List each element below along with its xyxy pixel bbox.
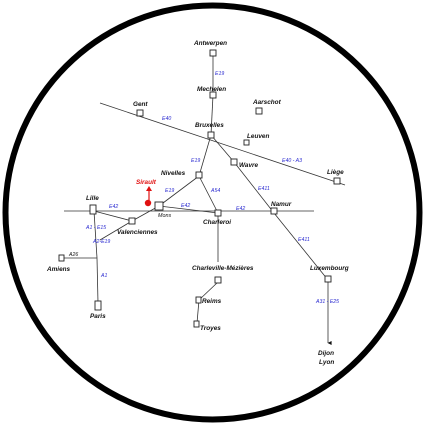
marker-mechelen	[209, 91, 217, 99]
road-a1-e15	[93, 210, 98, 259]
marker-leuven	[243, 139, 250, 146]
road-label-a26: A26	[68, 252, 78, 258]
poi-dot	[144, 199, 152, 207]
label-mechelen: Mechelen	[197, 86, 226, 93]
road-label-e42-east: E42	[236, 206, 245, 212]
marker-amiens	[58, 254, 65, 262]
label-antwerpen: Antwerpen	[193, 40, 227, 47]
road-label-e411-north: E411	[258, 186, 270, 192]
marker-reims	[195, 296, 202, 304]
marker-namur	[270, 207, 278, 215]
label-mons: Mons	[158, 213, 171, 219]
road-label-e411-south: E411	[298, 237, 310, 243]
label-aarschot: Aarschot	[252, 99, 282, 106]
marker-charleroi	[214, 209, 222, 217]
marker-mons	[154, 201, 164, 211]
road-label-e42-west: E42	[109, 204, 118, 210]
road-labels: E19 E40 E40 - A3 E19 E19 E411 E411 A54 E…	[68, 71, 339, 305]
label-luxembourg: Luxembourg	[310, 265, 349, 272]
road-label-e42-mid: E42	[181, 203, 190, 209]
road-e411-namur-luxembourg	[273, 212, 329, 281]
city-labels: Antwerpen Mechelen Aarschot Gent Bruxell…	[46, 40, 349, 366]
marker-valenciennes	[128, 217, 136, 225]
city-markers	[58, 49, 341, 328]
road-label-a2-e19: A2-E19	[92, 239, 110, 245]
marker-paris	[94, 300, 102, 311]
marker-troyes	[193, 320, 200, 328]
marker-wavre	[230, 158, 238, 166]
road-mons-valenciennes	[131, 205, 160, 222]
marker-charleville	[214, 276, 222, 284]
label-bruxelles: Bruxelles	[195, 122, 224, 129]
marker-nivelles	[195, 171, 203, 179]
road-label-a1: A1	[100, 273, 107, 279]
label-paris: Paris	[90, 313, 106, 320]
road-e411-wavre-namur	[233, 161, 275, 214]
poi-label: Sirault	[136, 179, 157, 186]
label-namur: Namur	[271, 201, 292, 208]
marker-luxembourg	[324, 275, 332, 283]
road-label-a54: A54	[210, 188, 220, 194]
label-amiens: Amiens	[46, 266, 71, 273]
road-e19-nivelles-mons	[158, 175, 200, 207]
marker-aarschot	[255, 107, 263, 115]
road-valenciennes-amiens-junction	[99, 220, 133, 241]
marker-liege	[333, 177, 341, 185]
label-nivelles: Nivelles	[161, 170, 186, 177]
poi-arrowhead-icon	[146, 186, 152, 191]
road-label-a1-e15: A1 - E15	[85, 225, 106, 231]
label-lille: Lille	[86, 195, 99, 202]
label-gent: Gent	[133, 101, 148, 108]
road-reims-troyes	[196, 299, 200, 324]
label-charleroi: Charleroi	[203, 219, 231, 226]
road-lille-valenciennes	[93, 210, 133, 222]
marker-gent	[136, 109, 144, 117]
road-mons-charleroi	[158, 205, 219, 214]
road-label-a31-e25: A31 - E25	[315, 299, 339, 305]
label-dijon: Dijon	[318, 350, 334, 357]
road-bruxelles-wavre	[210, 134, 235, 163]
road-label-e40-a3: E40 - A3	[282, 158, 302, 164]
road-e19-mechelen-bruxelles	[210, 94, 214, 136]
marker-lille	[89, 204, 97, 215]
label-wavre: Wavre	[239, 162, 259, 169]
poi-sirault: Sirault	[136, 179, 157, 207]
label-liege: Liège	[327, 169, 344, 176]
label-charleville: Charleville-Mézières	[192, 265, 254, 272]
road-a1-paris	[96, 257, 99, 304]
road-charleville-reims	[198, 281, 219, 301]
road-label-e19-north: E19	[215, 71, 224, 77]
marker-antwerpen	[209, 49, 217, 57]
marker-bruxelles	[207, 131, 215, 139]
road-label-e19-mid: E19	[191, 158, 200, 164]
road-label-e40-west: E40	[162, 116, 171, 122]
label-troyes: Troyes	[200, 325, 221, 332]
label-leuven: Leuven	[247, 133, 269, 140]
road-a54-nivelles-charleroi	[198, 175, 219, 214]
road-bruxelles-nivelles	[198, 134, 212, 177]
label-valenciennes: Valenciennes	[117, 229, 158, 236]
road-e40-gent-liege	[99, 102, 346, 186]
label-reims: Reims	[202, 298, 222, 305]
road-label-e19-south: E19	[165, 188, 174, 194]
label-lyon: Lyon	[319, 359, 334, 366]
